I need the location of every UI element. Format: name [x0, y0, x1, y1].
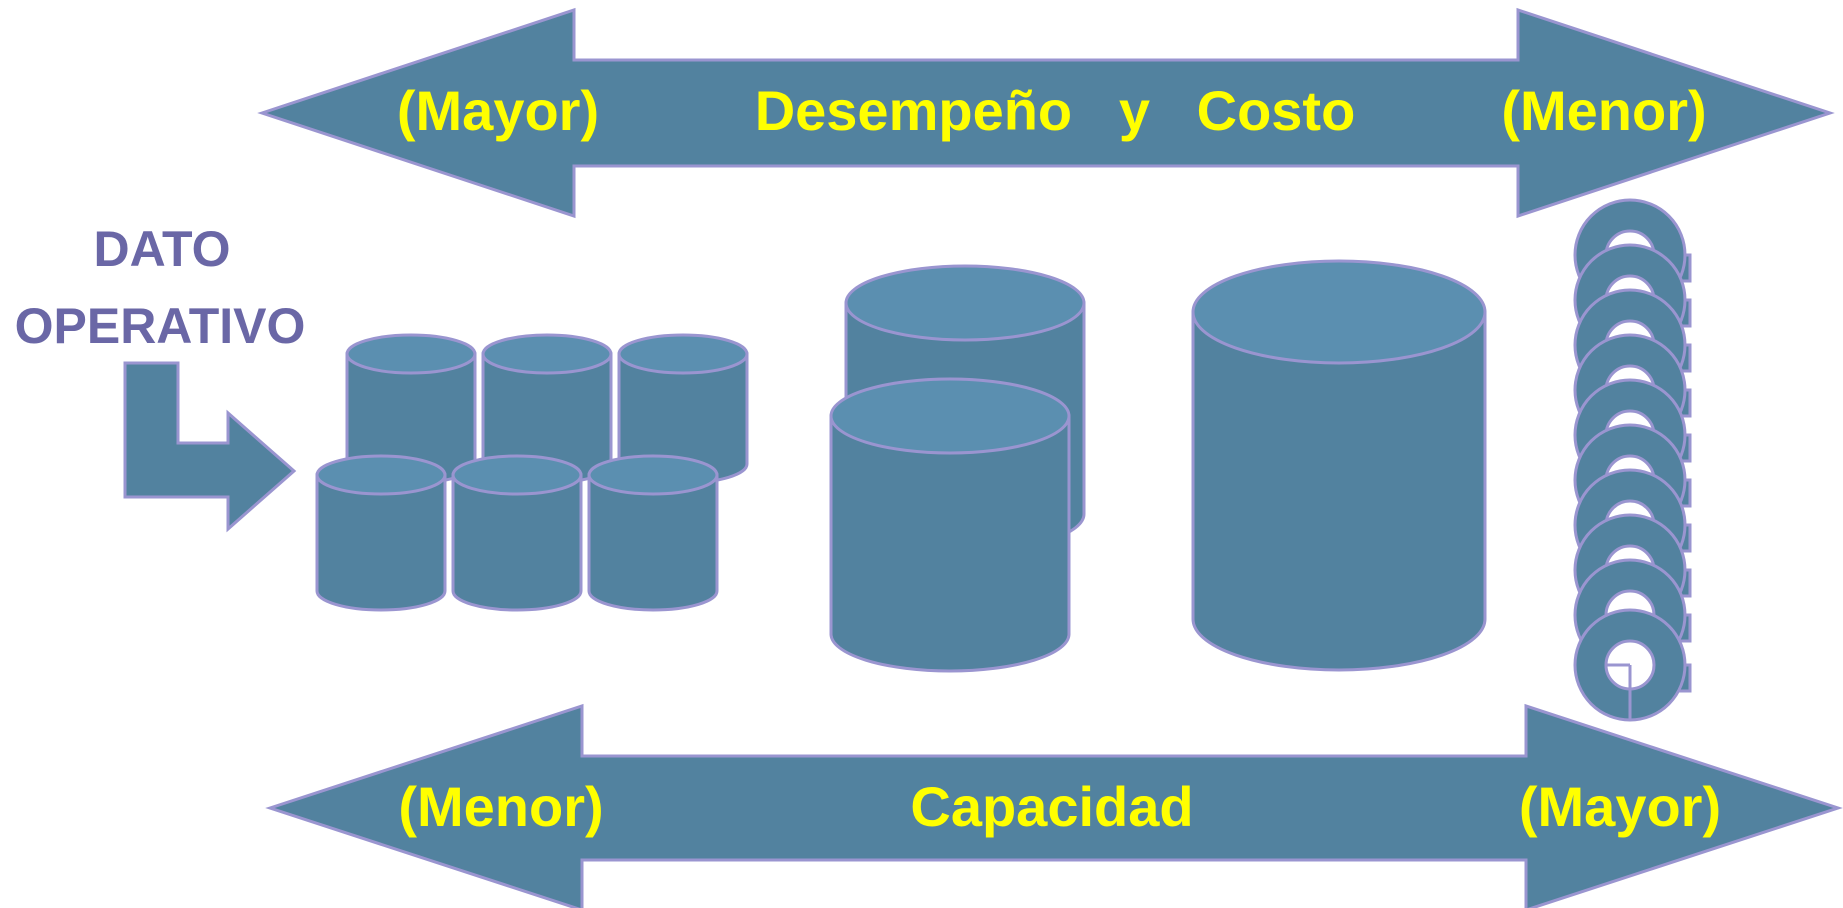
- database-cylinder-icon: [1191, 259, 1487, 672]
- bottom-right-label: (Mayor): [1519, 775, 1721, 838]
- medium-disks-group: [829, 264, 1086, 673]
- arrow-double-icon: [265, 703, 1843, 908]
- tape-reels-stack: [1573, 198, 1692, 722]
- top-right-label: (Menor): [1501, 79, 1706, 142]
- bottom-left-label: (Menor): [398, 775, 603, 838]
- small-disks-group: [315, 333, 749, 612]
- capacity-arrow: (Menor) Capacidad (Mayor): [265, 703, 1843, 908]
- performance-cost-arrow: (Mayor) Desempeño y Costo (Menor): [257, 7, 1835, 219]
- side-label-line2: OPERATIVO: [15, 298, 306, 354]
- database-cylinder-icon: [829, 377, 1071, 673]
- top-center-label: Desempeño y Costo: [755, 79, 1356, 142]
- top-left-label: (Mayor): [397, 79, 599, 142]
- database-cylinder-icon: [587, 454, 719, 612]
- side-label-line1: DATO: [93, 221, 230, 277]
- database-cylinder-icon: [345, 333, 477, 485]
- arrow-double-icon: [257, 7, 1835, 219]
- bottom-center-label: Capacidad: [910, 775, 1193, 838]
- database-cylinder-icon: [451, 454, 583, 612]
- database-cylinder-icon: [617, 333, 749, 485]
- bent-arrow-icon: [123, 361, 297, 533]
- database-cylinder-icon: [315, 454, 447, 612]
- operational-data-label: DATO OPERATIVO: [14, 220, 306, 355]
